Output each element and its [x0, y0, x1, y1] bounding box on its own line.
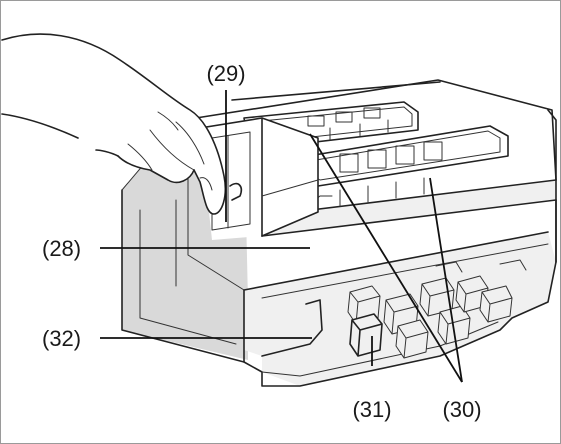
callout-28: (28): [42, 236, 81, 261]
slider-handle: [199, 117, 319, 240]
ice-cubes: [347, 259, 527, 359]
leader-30b: [429, 177, 463, 383]
leader-30a: [309, 133, 463, 383]
callout-29: (29): [206, 61, 245, 86]
callout-32: (32): [42, 326, 81, 351]
callout-30: (30): [442, 397, 481, 422]
hand: [1, 33, 227, 215]
hand-outline: [1, 33, 227, 215]
bin-outline: [121, 189, 557, 387]
callout-31: (31): [352, 397, 391, 422]
lid-outline: [195, 79, 557, 181]
